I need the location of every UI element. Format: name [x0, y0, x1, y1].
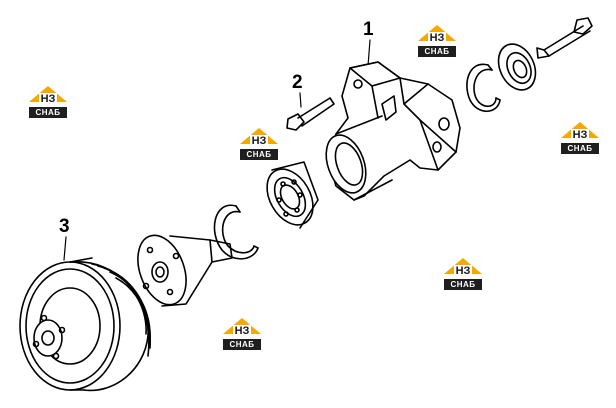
callout-2: 2 — [292, 72, 303, 93]
logo-mark: НЗ — [233, 325, 251, 337]
pulley — [19, 257, 151, 392]
long-bolt — [536, 17, 593, 59]
logo-name: СНАБ — [561, 143, 599, 154]
bearing — [266, 161, 319, 229]
watermark-logo: НЗ СНАБ — [223, 318, 261, 350]
housing — [325, 61, 461, 201]
logo-mark: НЗ — [39, 93, 57, 105]
leader-line-1 — [367, 39, 371, 67]
watermark-logo: НЗ СНАБ — [240, 128, 278, 160]
logo-mark: НЗ — [250, 135, 268, 147]
logo-mark: НЗ — [454, 265, 472, 277]
watermark-logo: НЗ СНАБ — [418, 25, 456, 57]
logo-name: СНАБ — [240, 149, 278, 160]
leader-line-2 — [299, 92, 302, 108]
watermark-logo: НЗ СНАБ — [561, 122, 599, 154]
logo-name: СНАБ — [418, 46, 456, 57]
logo-mark: НЗ — [571, 129, 589, 141]
retaining-ring-right — [466, 63, 501, 113]
callout-1: 1 — [363, 19, 374, 40]
watermark-logo: НЗ СНАБ — [444, 258, 482, 290]
seal-cap — [497, 43, 537, 91]
small-bolt — [286, 97, 335, 131]
watermark-logo: НЗ СНАБ — [29, 86, 67, 118]
leader-line-3 — [63, 236, 67, 261]
hub-flange — [137, 234, 233, 307]
logo-name: СНАБ — [29, 107, 67, 118]
callout-3: 3 — [59, 216, 70, 237]
logo-mark: НЗ — [428, 32, 446, 44]
logo-name: СНАБ — [444, 279, 482, 290]
logo-name: СНАБ — [223, 339, 261, 350]
retaining-ring-left — [213, 204, 259, 260]
